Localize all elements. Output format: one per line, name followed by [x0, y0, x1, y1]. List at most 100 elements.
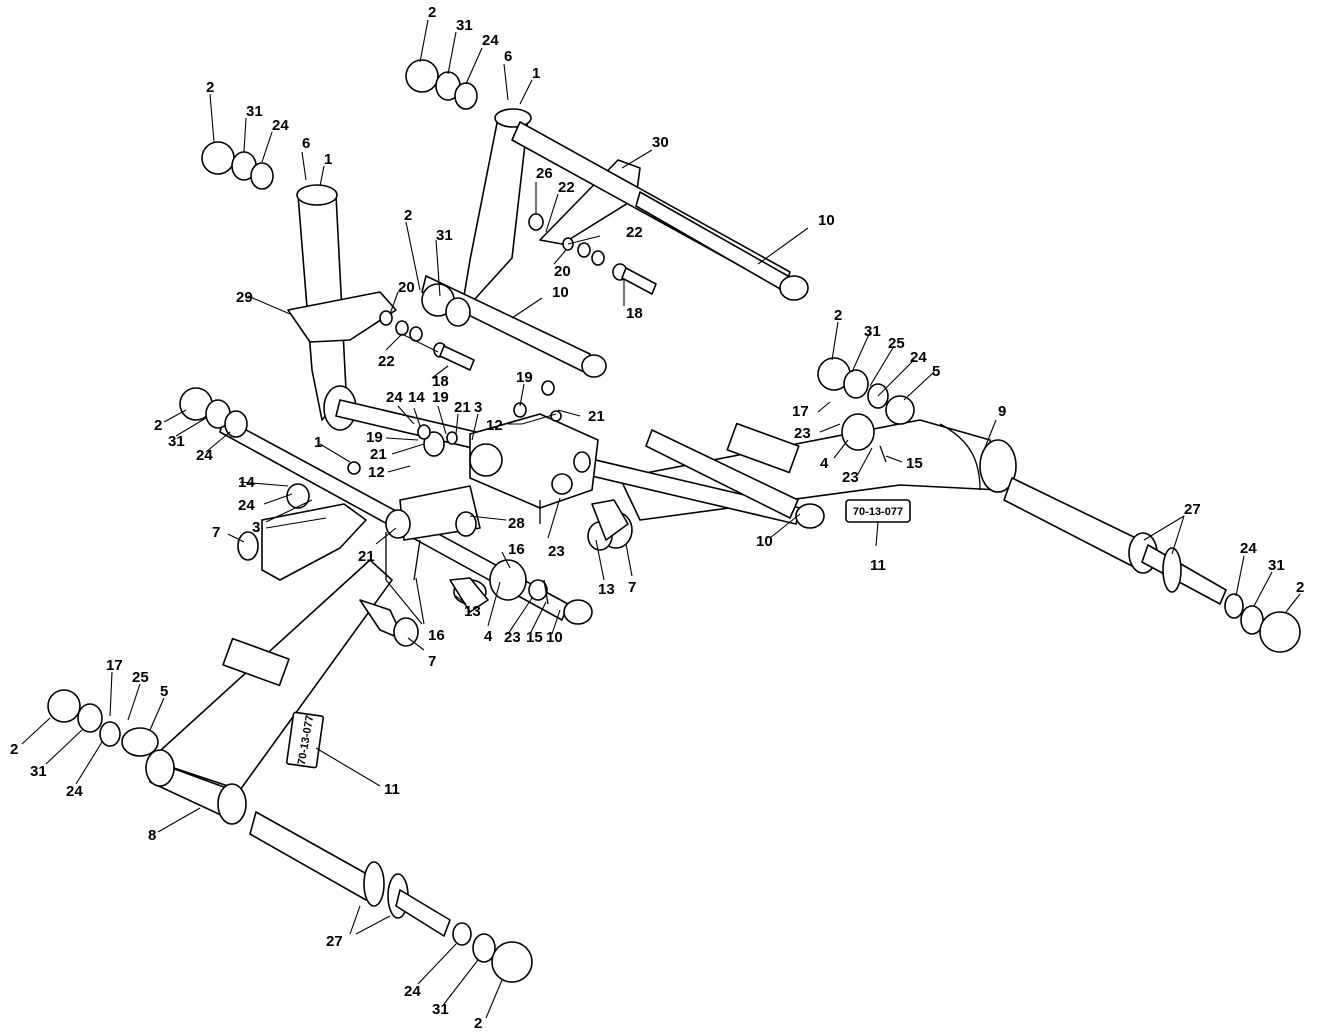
- callout-label: 6: [504, 48, 512, 65]
- callout-label: 2: [428, 4, 436, 21]
- callout-label: 21: [370, 446, 387, 463]
- callout-label: 24: [404, 983, 421, 1000]
- callout-label: 1: [324, 151, 332, 168]
- callout-label: 14: [408, 389, 425, 406]
- callout-label: 20: [398, 279, 415, 296]
- cross-tube-8: [145, 559, 393, 825]
- callout-label: 24: [66, 783, 83, 800]
- callout-label: 24: [910, 349, 927, 366]
- callout-label: 27: [326, 933, 343, 950]
- callout-label: 7: [428, 653, 436, 670]
- callout-label: 20: [554, 263, 571, 280]
- spindle-shaft-right: [1003, 477, 1301, 653]
- callout-label: 23: [842, 469, 859, 486]
- callout-label: 21: [358, 548, 375, 565]
- callout-label: 19: [516, 369, 533, 386]
- callout-label: 5: [932, 363, 940, 380]
- callout-label: 31: [30, 763, 47, 780]
- callout-label: 31: [246, 103, 263, 120]
- callout-label: 7: [212, 524, 220, 541]
- callout-label: 15: [526, 629, 543, 646]
- callout-label: 1: [532, 65, 540, 82]
- callout-label: 24: [272, 117, 289, 134]
- callout-label: 2: [834, 307, 842, 324]
- lift-arm-left: [287, 184, 397, 431]
- callout-label: 13: [598, 581, 615, 598]
- callout-label: 4: [484, 628, 493, 645]
- callout-label: 28: [508, 515, 525, 532]
- callout-label: 3: [252, 519, 260, 536]
- callout-label: 18: [626, 305, 643, 322]
- callout-label: 10: [546, 629, 563, 646]
- cross-tube-9: [619, 419, 1017, 521]
- callout-label: 16: [428, 627, 445, 644]
- callout-label: 23: [504, 629, 521, 646]
- callout-label: 27: [1184, 501, 1201, 518]
- callout-label: 10: [756, 533, 773, 550]
- callout-label: 30: [652, 134, 669, 151]
- spindle-shaft-left: [249, 811, 533, 983]
- callout-label: 21: [588, 408, 605, 425]
- callout-label: 31: [456, 17, 473, 34]
- callout-label: 10: [818, 212, 835, 229]
- callout-label: 2: [206, 79, 214, 96]
- callout-label: 2: [10, 741, 18, 758]
- callout-label: 31: [432, 1001, 449, 1018]
- callout-label: 25: [888, 335, 905, 352]
- bracket-arm-3: [237, 503, 419, 647]
- callout-label: 19: [366, 429, 383, 446]
- callout-label: 14: [238, 474, 255, 491]
- caps-bushings: [47, 59, 915, 757]
- callout-labels: 2 31 24 6 1 2 31 24 6 1 30 26 22 22 20 1…: [10, 4, 1304, 1032]
- callout-label: 23: [794, 425, 811, 442]
- callout-label: 9: [998, 403, 1006, 420]
- callout-label: 11: [384, 781, 400, 798]
- callout-label: 13: [464, 603, 481, 620]
- callout-label: 6: [302, 135, 310, 152]
- decal-right-text: 70-13-077: [853, 506, 903, 518]
- callout-label: 2: [404, 207, 412, 224]
- callout-label: 4: [820, 455, 829, 472]
- callout-label: 22: [626, 224, 643, 241]
- callout-label: 17: [792, 403, 809, 420]
- link-13-right: [591, 499, 629, 541]
- callout-label: 31: [1268, 557, 1285, 574]
- callout-label: 31: [864, 323, 881, 340]
- callout-label: 19: [432, 389, 449, 406]
- decal-right: 70-13-077: [845, 499, 911, 523]
- callout-label: 29: [236, 289, 253, 306]
- callout-label: 2: [1296, 579, 1304, 596]
- callout-label: 21: [454, 399, 471, 416]
- callout-label: 11: [870, 557, 886, 574]
- callout-label: 18: [432, 373, 449, 390]
- callout-label: 12: [368, 464, 385, 481]
- callout-label: 1: [314, 434, 322, 451]
- callout-label: 5: [160, 683, 168, 700]
- callout-label: 22: [378, 353, 395, 370]
- callout-label: 16: [508, 541, 525, 558]
- callout-label: 8: [148, 827, 156, 844]
- callout-label: 24: [386, 389, 403, 406]
- callout-label: 25: [132, 669, 149, 686]
- callout-label: 24: [238, 497, 255, 514]
- callout-label: 17: [106, 657, 123, 674]
- valve-block: [399, 413, 599, 541]
- callout-label: 2: [154, 417, 162, 434]
- callout-label: 23: [548, 543, 565, 560]
- leader-lines: [21, 19, 1301, 1019]
- callout-label: 24: [1240, 540, 1257, 557]
- callout-label: 24: [482, 32, 499, 49]
- callout-label: 26: [536, 165, 553, 182]
- callout-label: 12: [486, 417, 503, 434]
- rod-10-upper: [511, 121, 809, 301]
- callout-label: 2: [474, 1015, 482, 1032]
- callout-label: 7: [628, 579, 636, 596]
- parts-artwork: 70-13-077 70-13-077: [47, 59, 1301, 983]
- callout-label: 31: [168, 433, 185, 450]
- callout-label: 22: [558, 179, 575, 196]
- callout-label: 10: [552, 284, 569, 301]
- callout-label: 3: [474, 399, 482, 416]
- callout-label: 24: [196, 447, 213, 464]
- callout-label: 15: [906, 455, 923, 472]
